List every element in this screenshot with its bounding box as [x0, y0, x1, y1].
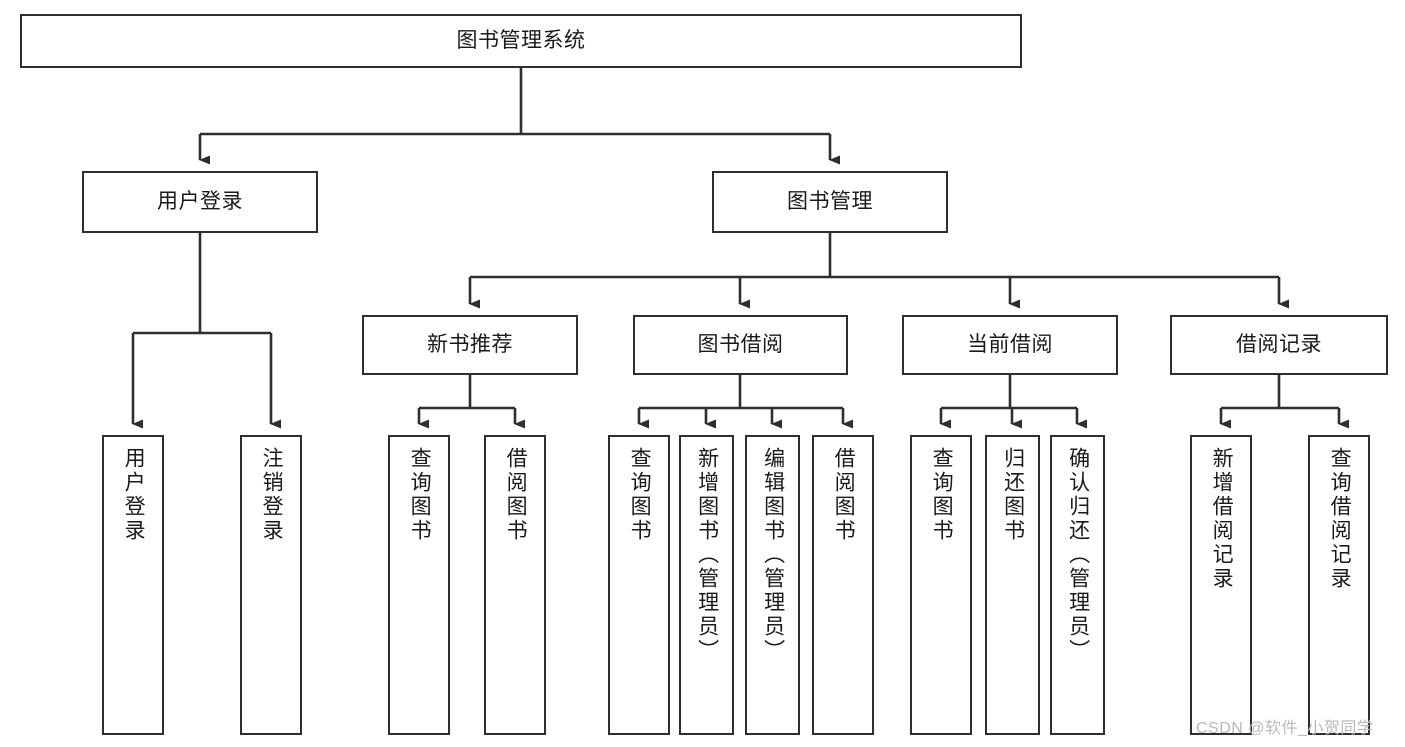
node-leaf-b-edit[interactable]: 编辑图书（管理员）: [745, 435, 800, 735]
node-leaf-r-add[interactable]: 新增借阅记录: [1190, 435, 1252, 735]
node-label-leaf-new-borrow: 借阅图书: [504, 447, 528, 543]
node-label-root: 图书管理系统: [456, 29, 586, 53]
node-leaf-c-confirm[interactable]: 确认归还（管理员）: [1050, 435, 1105, 735]
node-label-current: 当前借阅: [967, 333, 1053, 357]
node-label-leaf-c-confirm: 确认归还（管理员）: [1066, 447, 1090, 663]
node-login[interactable]: 用户登录: [82, 171, 318, 233]
node-leaf-c-query[interactable]: 查询图书: [910, 435, 972, 735]
node-current[interactable]: 当前借阅: [902, 315, 1118, 375]
node-label-leaf-c-query: 查询图书: [930, 447, 954, 543]
node-leaf-b-add[interactable]: 新增图书（管理员）: [679, 435, 734, 735]
node-leaf-user-logout[interactable]: 注销登录: [240, 435, 302, 735]
node-label-leaf-new-query: 查询图书: [408, 447, 432, 543]
node-leaf-b-query[interactable]: 查询图书: [608, 435, 670, 735]
node-leaf-b-lend[interactable]: 借阅图书: [812, 435, 874, 735]
node-leaf-r-query[interactable]: 查询借阅记录: [1308, 435, 1370, 735]
node-leaf-user-login[interactable]: 用户登录: [102, 435, 164, 735]
node-label-leaf-r-add: 新增借阅记录: [1210, 447, 1234, 591]
node-label-leaf-b-add: 新增图书（管理员）: [695, 447, 719, 663]
node-label-leaf-b-query: 查询图书: [628, 447, 652, 543]
node-leaf-c-return[interactable]: 归还图书: [985, 435, 1040, 735]
node-label-leaf-user-logout: 注销登录: [260, 447, 284, 543]
node-label-leaf-user-login: 用户登录: [122, 447, 146, 543]
node-label-login: 用户登录: [157, 190, 243, 214]
node-label-borrow: 图书借阅: [697, 333, 784, 357]
node-leaf-new-query[interactable]: 查询图书: [388, 435, 450, 735]
node-records[interactable]: 借阅记录: [1170, 315, 1388, 375]
node-leaf-new-borrow[interactable]: 借阅图书: [484, 435, 546, 735]
node-label-leaf-b-edit: 编辑图书（管理员）: [761, 447, 785, 663]
node-root[interactable]: 图书管理系统: [20, 14, 1022, 68]
node-label-newbook: 新书推荐: [427, 333, 513, 357]
node-newbook[interactable]: 新书推荐: [362, 315, 578, 375]
node-label-leaf-c-return: 归还图书: [1001, 447, 1025, 543]
node-borrow[interactable]: 图书借阅: [633, 315, 848, 375]
node-label-bookmgmt: 图书管理: [787, 190, 873, 214]
node-bookmgmt[interactable]: 图书管理: [712, 171, 948, 233]
node-label-leaf-r-query: 查询借阅记录: [1328, 447, 1352, 591]
node-label-leaf-b-lend: 借阅图书: [832, 447, 856, 543]
watermark: CSDN @软件_小贺同学: [1196, 720, 1374, 737]
node-label-records: 借阅记录: [1236, 333, 1322, 357]
